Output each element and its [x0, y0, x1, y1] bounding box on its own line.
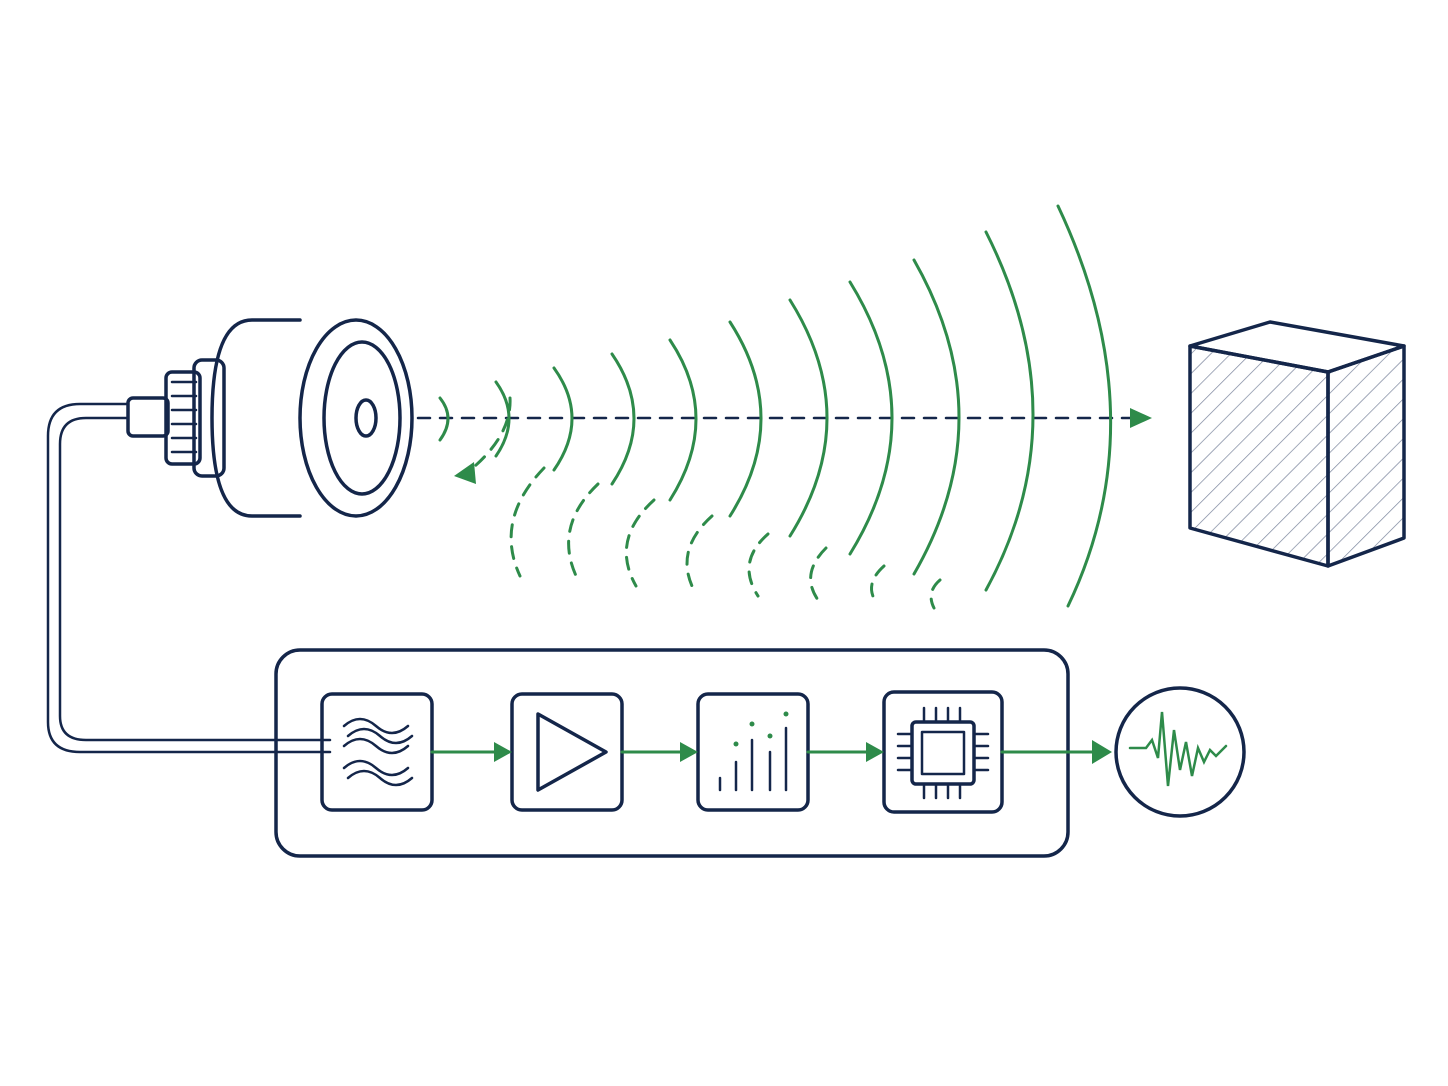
target-cube-icon — [1188, 320, 1406, 568]
transmitted-wave — [1056, 204, 1113, 608]
waveform-scope-icon — [1114, 686, 1246, 818]
microchip-icon — [882, 690, 1004, 814]
transmitted-wave — [984, 230, 1035, 592]
transmitted-wave — [848, 280, 894, 556]
sensor-cable — [46, 402, 332, 754]
transmitted-wave — [912, 258, 961, 576]
transmitted-wave — [438, 396, 450, 442]
echo-wave — [870, 564, 886, 604]
amplifier-triangle-icon — [510, 692, 624, 812]
echo-wave — [685, 514, 714, 596]
signal-bars-icon — [696, 692, 810, 812]
ultrasonic-transducer-icon — [126, 318, 414, 518]
transmitted-wave — [494, 380, 511, 458]
transmitted-wave — [552, 366, 574, 472]
transmitted-waves — [438, 204, 1113, 608]
signal-flow-arrows — [430, 740, 1112, 764]
echo-wave — [747, 532, 770, 598]
echo-wave — [509, 466, 546, 578]
transmitted-wave — [610, 352, 636, 486]
transmitted-wave — [788, 298, 829, 538]
echo-wave — [624, 498, 656, 588]
transmitted-wave — [728, 320, 763, 518]
echo-return-line — [466, 396, 512, 474]
filter-waves-icon — [320, 692, 434, 812]
echo-arrowhead — [454, 462, 476, 484]
echo-wave — [929, 578, 942, 610]
echo-wave — [567, 482, 600, 582]
echo-wave — [809, 546, 828, 602]
transmit-arrowhead — [1130, 408, 1152, 428]
reflected-echo-waves — [454, 396, 942, 610]
transmitted-wave — [668, 338, 698, 502]
